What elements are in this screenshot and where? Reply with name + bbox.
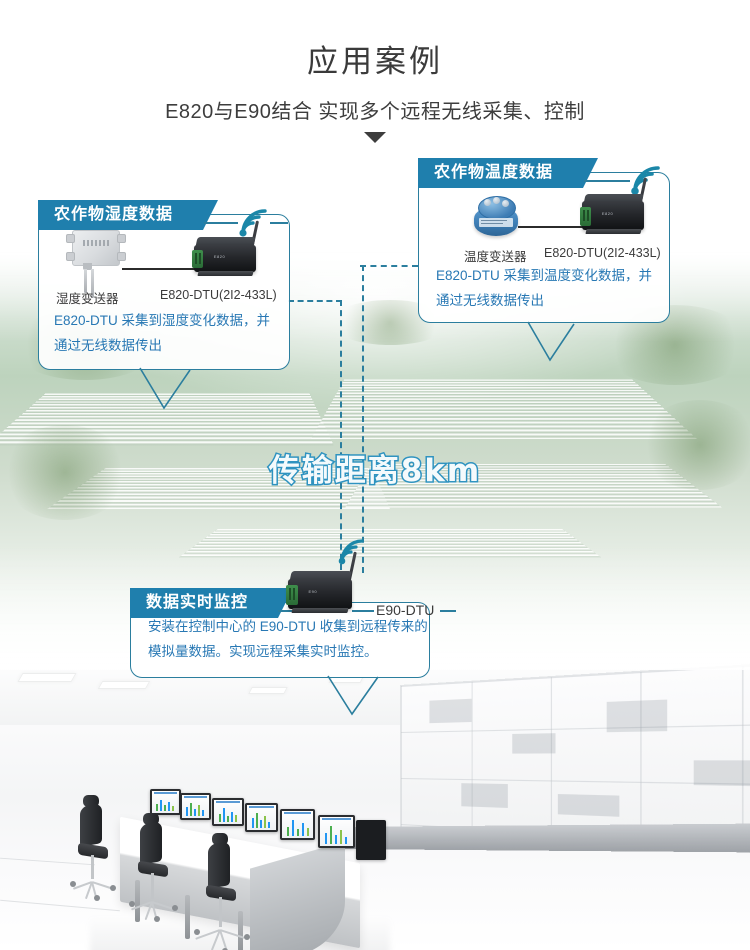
device-label-right: E820-DTU(2I2-433L)	[544, 246, 661, 260]
callout-text-line-2: 通过无线数据传出	[436, 293, 544, 308]
transmission-distance-badge: 传输距离8km	[267, 452, 482, 491]
temperature-transmitter-icon	[474, 196, 520, 242]
page-subtitle: E820与E90结合 实现多个远程无线采集、控制	[165, 101, 585, 123]
device-label-line	[440, 610, 456, 612]
device-label-e90: E90-DTU	[376, 602, 435, 618]
header: 应用案例 E820与E90结合 实现多个远程无线采集、控制	[0, 0, 750, 143]
triangle-down-icon	[364, 132, 386, 143]
greenhouse-row	[310, 379, 698, 440]
device-label-left: 湿度变送器	[56, 292, 119, 306]
dtu-module-icon: E820	[192, 220, 260, 276]
dtu-module-icon: E820	[580, 177, 648, 234]
banner-link-line	[584, 180, 630, 182]
wifi-signal-icon	[334, 534, 370, 567]
callout-tail	[527, 321, 575, 362]
callout-text-line-1: 安装在控制中心的 E90-DTU 收集到远程传来的	[148, 619, 428, 634]
monitor	[280, 809, 315, 840]
callout-banner-humidity: 农作物湿度数据	[38, 200, 219, 230]
wall-band	[330, 822, 750, 854]
ceiling-light	[17, 673, 77, 682]
callout-tail	[139, 367, 191, 410]
callout-monitor: 数据实时监控 E90-DTU 安装在控制中心的 E90-DTU 收集到远程传来的…	[130, 588, 456, 716]
wifi-signal-icon	[234, 203, 274, 239]
monitor	[180, 793, 211, 820]
callout-text-line-1: E820-DTU 采集到湿度变化数据，并	[54, 313, 271, 328]
ceiling-light	[248, 687, 288, 694]
banner-link-line	[204, 222, 238, 224]
monitor-rack	[356, 820, 386, 860]
callout-text-line-2: 模拟量数据。实现远程采集实时监控。	[148, 644, 378, 659]
callout-temperature: 农作物温度数据 E820	[418, 158, 670, 362]
connector-trunk-temperature	[362, 265, 364, 573]
device-label-right: E820-DTU(2I2-433L)	[160, 288, 277, 302]
greenhouse-row	[178, 529, 602, 558]
monitor	[212, 798, 244, 826]
callout-humidity: 农作物湿度数据	[38, 200, 290, 410]
page-title: 应用案例	[307, 44, 443, 79]
callout-text-line-1: E820-DTU 采集到温度变化数据，并	[436, 268, 653, 283]
callout-banner-temperature: 农作物温度数据	[418, 158, 599, 188]
monitor	[150, 789, 181, 815]
connector-trunk-humidity	[340, 300, 342, 570]
device-cable	[122, 268, 200, 270]
device-cable	[518, 226, 588, 228]
dtu-module-icon: E90	[286, 551, 358, 613]
connector-dashed-temperature	[360, 265, 418, 267]
callout-text-line-2: 通过无线数据传出	[54, 338, 162, 353]
ceiling-light	[97, 681, 151, 689]
wifi-right-line	[270, 222, 288, 224]
humidity-transmitter-icon	[66, 230, 126, 298]
callout-banner-monitor: 数据实时监控	[130, 588, 294, 618]
device-link-line-right	[352, 610, 374, 612]
monitor	[245, 803, 278, 832]
device-label-left: 温度变送器	[464, 250, 527, 264]
callout-tail	[327, 675, 379, 716]
connector-dashed-humidity	[288, 300, 342, 302]
monitor	[318, 815, 355, 848]
device-link-line-left	[278, 610, 302, 612]
